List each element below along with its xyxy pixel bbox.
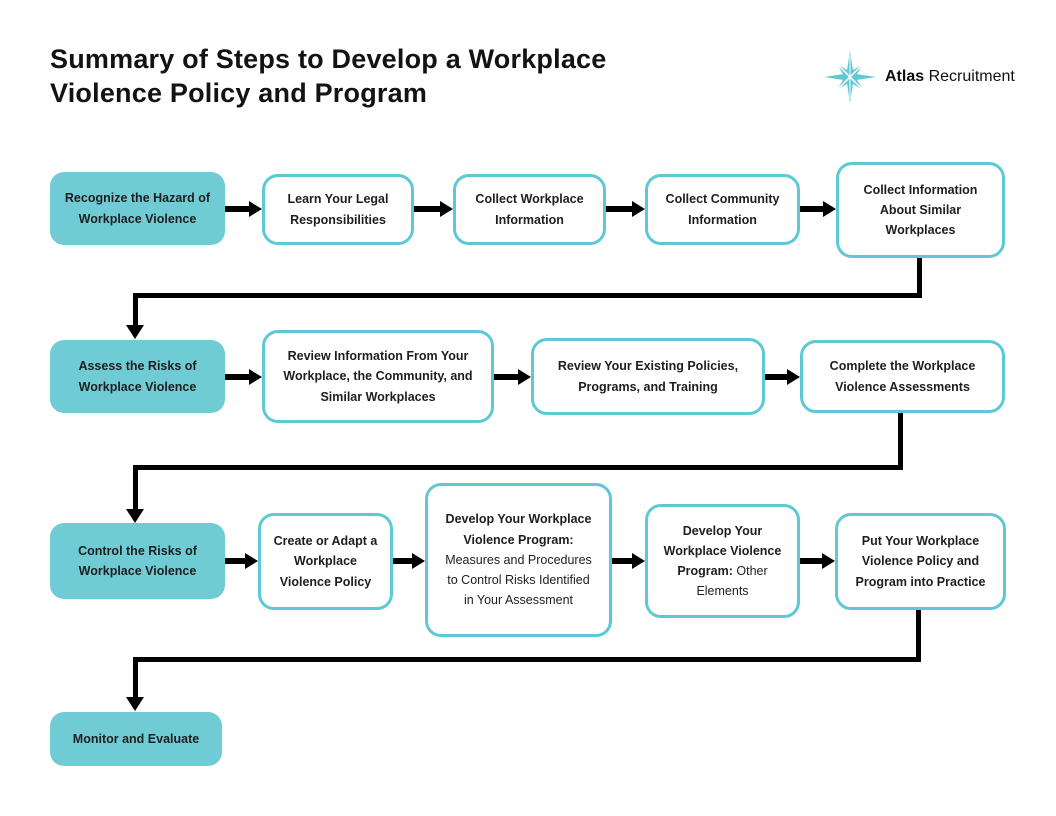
page-title: Summary of Steps to Develop a Workplace … (50, 44, 607, 108)
step-recognize-hazard: Recognize the Hazard of Workplace Violen… (50, 172, 225, 245)
connector-row3-into-row4 (133, 657, 138, 698)
arrow-down-icon (126, 509, 144, 523)
connector-row1-across (133, 293, 922, 298)
step-label: Control the Risks of Workplace Violence (78, 543, 197, 578)
connector-row3-down (916, 610, 921, 662)
step-label: Recognize the Hazard of Workplace Violen… (64, 191, 211, 226)
step-label: Review Information From Your Workplace, … (283, 349, 473, 404)
arrow-right-icon (393, 553, 425, 569)
step-label-regular: Measures and Procedures to Control Risks… (445, 552, 592, 608)
arrow-right-icon (494, 369, 531, 385)
step-label: Put Your Workplace Violence Policy and P… (855, 534, 986, 589)
step-put-into-practice: Put Your Workplace Violence Policy and P… (835, 513, 1006, 610)
step-label: Create or Adapt a Workplace Violence Pol… (273, 534, 378, 589)
connector-row2-down (898, 413, 903, 470)
arrow-right-icon (612, 553, 645, 569)
step-review-existing-policies: Review Your Existing Policies, Programs,… (531, 338, 765, 415)
connector-row2-into-row3 (133, 465, 138, 510)
step-label: Collect Information About Similar Workpl… (863, 182, 978, 238)
connector-row1-down (917, 258, 922, 298)
arrow-right-icon (225, 201, 262, 217)
compass-star-icon (824, 51, 876, 103)
arrow-right-icon (800, 201, 836, 217)
step-label: Review Your Existing Policies, Programs,… (557, 359, 739, 394)
step-collect-workplace-information: Collect Workplace Information (453, 174, 606, 245)
connector-row3-across (133, 657, 921, 662)
arrow-down-icon (126, 325, 144, 339)
step-monitor-evaluate: Monitor and Evaluate (50, 712, 222, 766)
step-learn-legal-responsibilities: Learn Your Legal Responsibilities (262, 174, 414, 245)
logo-brand-bold: Atlas (885, 68, 925, 85)
arrow-right-icon (606, 201, 645, 217)
arrow-right-icon (414, 201, 453, 217)
step-review-information: Review Information From Your Workplace, … (262, 330, 494, 423)
step-develop-program-measures: Develop Your Workplace Violence Program:… (425, 483, 612, 637)
step-control-risks: Control the Risks of Workplace Violence (50, 523, 225, 599)
step-label: Collect Community Information (665, 192, 780, 227)
step-label-regular: Other Elements (696, 564, 768, 599)
step-label: Monitor and Evaluate (72, 731, 200, 746)
logo: Atlas Recruitment (824, 51, 1015, 103)
step-label: Develop Your Workplace Violence Program:… (662, 521, 783, 602)
connector-row2-across (133, 465, 903, 470)
step-label-bold: Develop Your Workplace Violence Program: (663, 523, 782, 579)
step-label: Develop Your Workplace Violence Program:… (444, 509, 593, 610)
arrow-right-icon (225, 553, 258, 569)
step-create-policy: Create or Adapt a Workplace Violence Pol… (258, 513, 393, 610)
step-label: Learn Your Legal Responsibilities (287, 192, 389, 227)
step-complete-assessments: Complete the Workplace Violence Assessme… (800, 340, 1005, 413)
step-develop-program-other: Develop Your Workplace Violence Program:… (645, 504, 800, 618)
step-label: Complete the Workplace Violence Assessme… (829, 359, 976, 394)
arrow-right-icon (800, 553, 835, 569)
arrow-right-icon (225, 369, 262, 385)
logo-text: Atlas Recruitment (885, 68, 1015, 86)
logo-brand-regular: Recruitment (928, 68, 1015, 85)
step-collect-similar-workplaces: Collect Information About Similar Workpl… (836, 162, 1005, 258)
step-label-bold: Develop Your Workplace Violence Program: (445, 512, 592, 547)
step-label: Assess the Risks of Workplace Violence (78, 359, 197, 394)
connector-row1-into-row2 (133, 293, 138, 326)
arrow-down-icon (126, 697, 144, 711)
arrow-right-icon (765, 369, 800, 385)
step-label: Collect Workplace Information (475, 192, 584, 227)
step-assess-risks: Assess the Risks of Workplace Violence (50, 340, 225, 413)
step-collect-community-information: Collect Community Information (645, 174, 800, 245)
